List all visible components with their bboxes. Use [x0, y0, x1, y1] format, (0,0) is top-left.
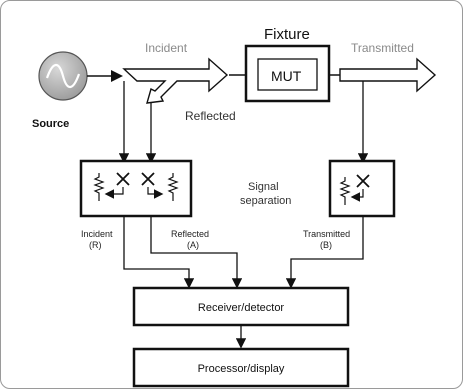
incident-port-letter: (R): [89, 240, 102, 250]
incident-port-label: Incident: [81, 229, 113, 239]
reference-test-separation-box: [79, 159, 193, 218]
incident-to-receiver-line: [123, 216, 195, 289]
processor-display-box: [132, 347, 350, 388]
transmitted-separation-box: [328, 159, 396, 218]
separation-label: separation: [240, 195, 291, 207]
reflected-label: Reflected: [185, 109, 236, 123]
mut-box: [257, 58, 318, 91]
transmitted-port-letter: (B): [320, 240, 332, 250]
reflected-port-letter: (A): [187, 240, 199, 250]
signal-label: Signal: [248, 181, 279, 193]
incident-label: Incident: [145, 41, 188, 55]
mut-label: MUT: [271, 68, 302, 84]
reflected-to-receiver-line: [150, 216, 243, 289]
transmitted-port-label: Transmitted: [303, 229, 350, 239]
transmitted-label: Transmitted: [351, 41, 414, 55]
processor-display-label: Processor/display: [198, 363, 285, 375]
reflected-port-label: Reflected: [171, 229, 209, 239]
source-icon: [38, 51, 88, 101]
fixture-label: Fixture: [264, 26, 310, 43]
transmitted-arrow-icon: [339, 57, 437, 93]
transmitted-to-receiver-line: [285, 216, 364, 289]
receiver-detector-label: Receiver/detector: [198, 302, 285, 314]
incident-arrow-icon: [122, 57, 229, 104]
source-label: Source: [32, 118, 69, 130]
